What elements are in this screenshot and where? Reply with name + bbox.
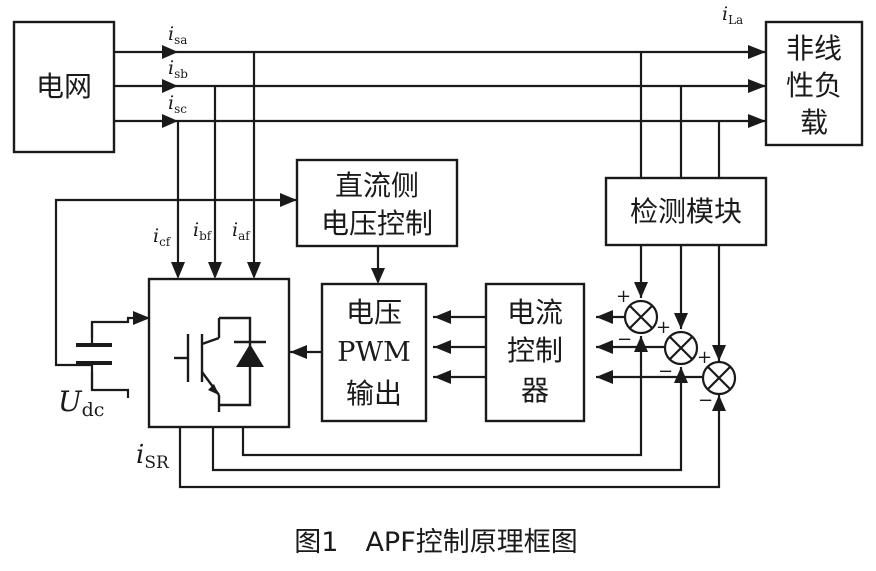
summing-junction-2 bbox=[663, 330, 699, 366]
label-ibf: ibf bbox=[193, 219, 213, 243]
label-isr: iSR bbox=[136, 440, 170, 473]
load-label-line2: 性负 bbox=[786, 69, 842, 102]
sum1-minus-sign: − bbox=[617, 329, 632, 350]
dc-voltage-control-block bbox=[295, 158, 459, 248]
feedback-to-sum1 bbox=[241, 336, 643, 457]
sum2-plus-sign: + bbox=[656, 317, 671, 338]
igbt-emitter-arrow bbox=[208, 384, 219, 395]
load-block bbox=[764, 20, 864, 147]
dc-control-label-line1: 直流侧 bbox=[335, 169, 419, 202]
figure-caption: 图1 APF控制原理框图 bbox=[294, 527, 577, 558]
pwm-label-line1: 电压 bbox=[346, 296, 402, 329]
dc-capacitor bbox=[76, 322, 112, 390]
detect-label: 检测模块 bbox=[630, 195, 742, 228]
current-ctrl-label-line3: 器 bbox=[521, 374, 549, 407]
cap-bottom-wire bbox=[90, 372, 130, 398]
current-controller-block bbox=[484, 282, 586, 423]
load-label-line1: 非线 bbox=[786, 32, 842, 65]
pwm-output-block bbox=[320, 282, 428, 423]
load-label-line3: 载 bbox=[800, 106, 828, 139]
diode-triangle-icon bbox=[236, 344, 264, 367]
udc-feedback bbox=[54, 198, 296, 367]
label-isa: isa bbox=[168, 23, 187, 47]
summing-junction-1 bbox=[623, 299, 659, 335]
current-ctrl-label-line2: 控制 bbox=[507, 334, 563, 367]
summing-junction-3 bbox=[701, 360, 737, 396]
detection-module-block bbox=[604, 176, 768, 247]
pwm-label-line2: PWM bbox=[337, 337, 411, 368]
sum2-minus-sign: − bbox=[658, 361, 673, 382]
feedback-to-sum3 bbox=[178, 395, 721, 489]
label-ila: iLa bbox=[722, 3, 743, 27]
sum1-plus-sign: + bbox=[616, 286, 631, 307]
dc-control-label-line2: 电压控制 bbox=[321, 207, 433, 240]
sum3-plus-sign: + bbox=[697, 347, 712, 368]
label-isb: isb bbox=[168, 57, 188, 81]
label-icf: icf bbox=[153, 225, 172, 249]
label-udc: Udc bbox=[58, 385, 104, 421]
sum3-minus-sign: − bbox=[698, 390, 713, 411]
feedback-to-sum2 bbox=[211, 367, 683, 472]
pwm-label-line3: 输出 bbox=[346, 377, 402, 410]
current-ctrl-label-line1: 电流 bbox=[507, 296, 563, 329]
label-iaf: iaf bbox=[232, 219, 251, 243]
grid-label: 电网 bbox=[36, 70, 92, 103]
grid-block bbox=[12, 20, 116, 154]
label-isc: isc bbox=[168, 92, 187, 116]
arrowheads bbox=[133, 45, 766, 411]
